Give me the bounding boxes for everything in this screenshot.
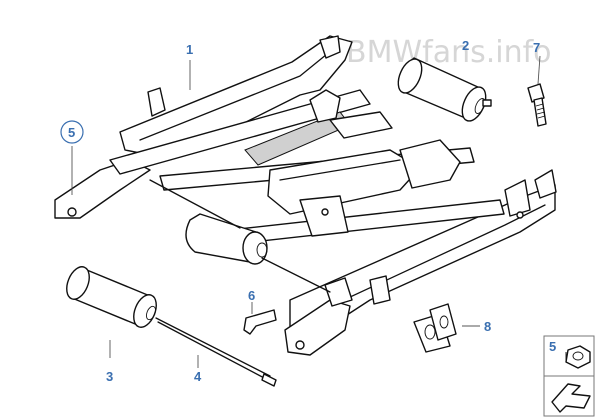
label-part-4: 4 <box>194 369 202 384</box>
part-6-clip <box>243 309 277 335</box>
label-part-8: 8 <box>484 319 491 334</box>
label-part-3: 3 <box>106 369 113 384</box>
label-part-1: 1 <box>186 42 193 57</box>
seat-frame-assembly <box>54 35 557 356</box>
watermark-text: BMWfans.info <box>346 35 552 70</box>
label-part-6: 6 <box>248 288 255 303</box>
part-4-flex-shaft <box>155 317 277 387</box>
label-part-5-circle <box>60 120 84 144</box>
legend-box: 5 <box>543 335 595 417</box>
left-slide-rail <box>54 159 151 219</box>
label-part-5-circled: 5 <box>68 125 75 140</box>
part-7-bolt <box>527 83 547 127</box>
rear-cross-tube <box>109 89 371 175</box>
leader-lines <box>71 55 541 368</box>
hex-nut-icon <box>565 345 591 369</box>
part-labels: 1 2 3 4 5 6 7 8 <box>60 38 540 384</box>
label-part-2: 2 <box>462 38 469 53</box>
part-8-bracket <box>413 303 457 353</box>
label-part-7: 7 <box>533 40 540 55</box>
drive-cable <box>261 257 331 293</box>
arrow-sign-icon <box>551 383 591 413</box>
part-2-motor <box>397 57 492 122</box>
legend-part-5: 5 <box>549 339 556 354</box>
part-3-motor <box>66 266 157 328</box>
